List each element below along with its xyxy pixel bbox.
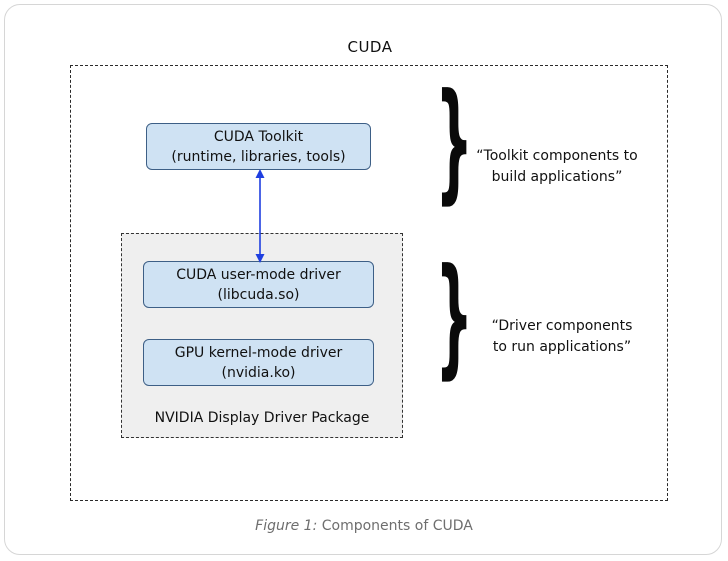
cuda-toolkit-box: CUDA Toolkit (runtime, libraries, tools): [146, 123, 371, 170]
driver-note-line2: to run applications”: [492, 339, 632, 355]
kernel-mode-driver-title: GPU kernel-mode driver: [174, 344, 343, 361]
cuda-title: CUDA: [347, 38, 393, 56]
user-mode-driver-subtitle: (libcuda.so): [217, 286, 300, 303]
driver-note-line1: “Driver components: [491, 318, 633, 334]
kernel-mode-driver-subtitle: (nvidia.ko): [221, 364, 296, 381]
arrow-head-down: [255, 254, 265, 263]
arrow-head-up: [255, 169, 265, 178]
driver-note: “Driver components to run applications”: [462, 316, 662, 358]
cuda-toolkit-title: CUDA Toolkit: [213, 128, 304, 145]
user-mode-driver-title: CUDA user-mode driver: [176, 266, 341, 283]
toolkit-note: “Toolkit components to build application…: [462, 146, 652, 188]
toolkit-note-line1: “Toolkit components to: [476, 148, 638, 164]
driver-brace-icon: }: [435, 240, 473, 392]
cuda-outer-frame: [70, 65, 668, 501]
figure-caption: Figure 1: Components of CUDA: [0, 518, 728, 534]
driver-package-label: NVIDIA Display Driver Package: [154, 410, 370, 426]
kernel-mode-driver-box: GPU kernel-mode driver (nvidia.ko): [143, 339, 374, 386]
toolkit-note-line2: build applications”: [491, 169, 623, 185]
toolkit-brace-icon: }: [435, 65, 473, 217]
bidirectional-arrow: [255, 169, 265, 263]
user-mode-driver-box: CUDA user-mode driver (libcuda.so): [143, 261, 374, 308]
caption-prefix: Figure 1:: [255, 518, 318, 534]
cuda-toolkit-subtitle: (runtime, libraries, tools): [171, 148, 346, 165]
caption-text: Components of CUDA: [317, 518, 473, 534]
